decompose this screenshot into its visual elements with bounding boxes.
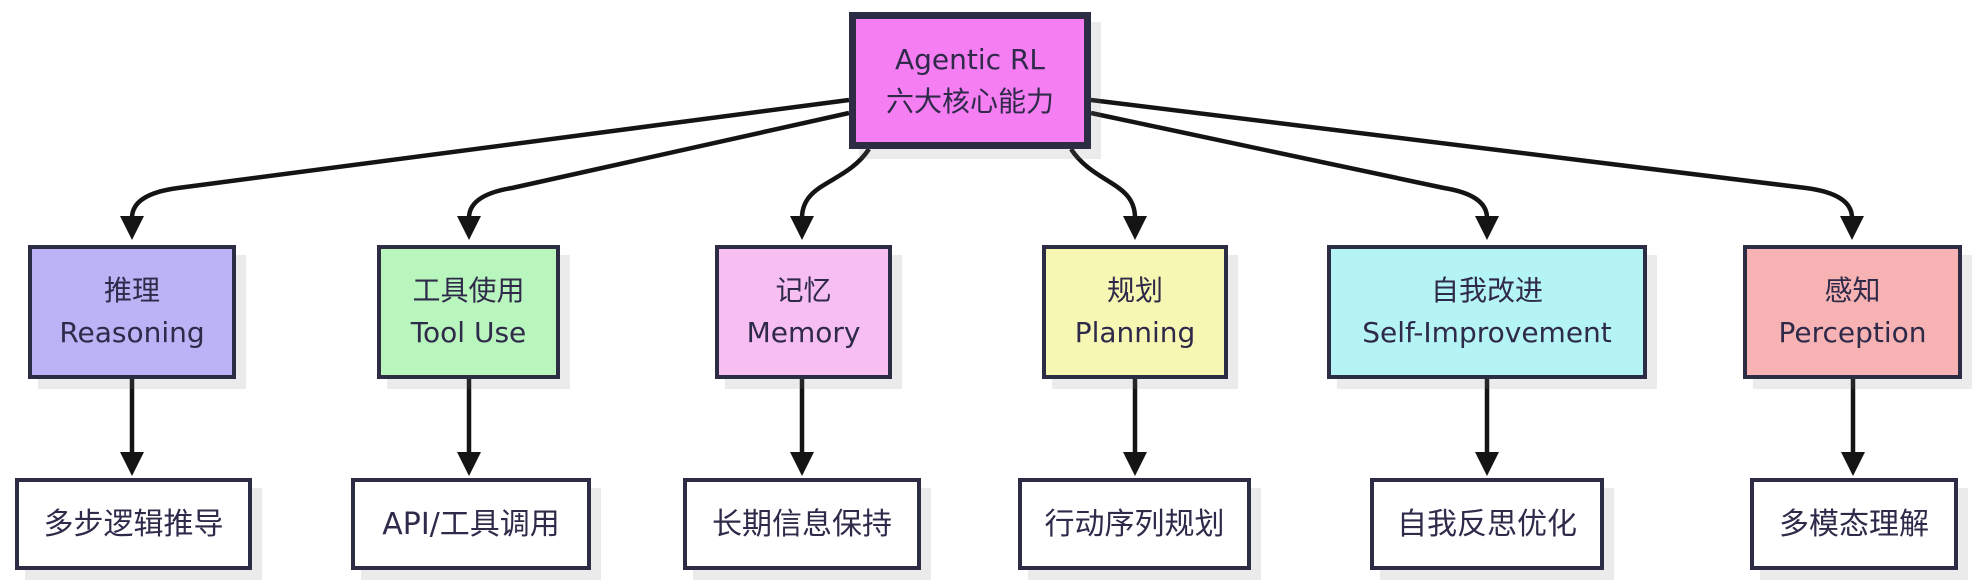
arrowhead-memory xyxy=(790,216,814,240)
edge-root-perception xyxy=(1090,97,1855,219)
branch-label-cjk: 推理 xyxy=(103,274,160,307)
branch-label-cjk: 规划 xyxy=(1106,274,1163,307)
arrowhead-leaf-1 xyxy=(120,452,144,476)
arrowhead-leaf-2 xyxy=(457,452,481,476)
arrowhead-planning xyxy=(1123,216,1147,240)
branch-label-en: Memory xyxy=(746,316,861,349)
edge-root-memory xyxy=(799,147,871,219)
branch-label-en: Planning xyxy=(1074,316,1196,349)
edge-root-reasoning xyxy=(129,97,850,219)
branch-label-cjk: 感知 xyxy=(1824,274,1881,307)
root-title-en: Agentic RL xyxy=(894,42,1045,76)
node-root: Agentic RL 六大核心能力 xyxy=(849,12,1091,149)
edge-root-tool-use xyxy=(466,110,850,219)
node-reasoning: 推理 Reasoning xyxy=(28,245,236,379)
root-title-cjk: 六大核心能力 xyxy=(885,84,1054,118)
arrowhead-leaf-4 xyxy=(1123,452,1147,476)
leaf-action-sequencing: 行动序列规划 xyxy=(1018,478,1251,570)
node-tool-use: 工具使用 Tool Use xyxy=(377,245,560,379)
leaf-label: 多步逻辑推导 xyxy=(43,506,224,542)
leaf-label: 长期信息保持 xyxy=(712,506,892,542)
edge-root-self-improvement xyxy=(1090,110,1490,219)
arrowhead-self-improvement xyxy=(1475,216,1499,240)
leaf-label: 多模态理解 xyxy=(1779,506,1929,542)
node-memory: 记忆 Memory xyxy=(715,245,892,379)
leaf-self-reflection: 自我反思优化 xyxy=(1370,478,1604,570)
node-self-improvement: 自我改进 Self-Improvement xyxy=(1327,245,1647,379)
arrowhead-tool-use xyxy=(457,216,481,240)
arrowhead-perception xyxy=(1840,216,1864,240)
leaf-multimodal-understanding: 多模态理解 xyxy=(1750,478,1958,570)
edge-root-planning xyxy=(1069,147,1138,219)
branch-label-cjk: 工具使用 xyxy=(412,274,525,307)
arrowhead-leaf-5 xyxy=(1475,452,1499,476)
branch-label-en: Perception xyxy=(1778,316,1927,349)
node-planning: 规划 Planning xyxy=(1042,245,1228,379)
leaf-label: API/工具调用 xyxy=(382,506,560,542)
leaf-multi-step-reasoning: 多步逻辑推导 xyxy=(15,478,252,570)
leaf-api-tool-calling: API/工具调用 xyxy=(351,478,591,570)
branch-label-en: Self-Improvement xyxy=(1362,316,1612,349)
arrowhead-reasoning xyxy=(120,216,144,240)
branch-label-cjk: 自我改进 xyxy=(1430,274,1543,307)
branch-label-en: Reasoning xyxy=(59,316,205,349)
arrowhead-leaf-3 xyxy=(790,452,814,476)
branch-label-en: Tool Use xyxy=(410,316,527,349)
leaf-label: 行动序列规划 xyxy=(1044,506,1225,542)
arrowhead-leaf-6 xyxy=(1841,452,1865,476)
leaf-long-term-retention: 长期信息保持 xyxy=(683,478,921,570)
leaf-label: 自我反思优化 xyxy=(1397,506,1577,542)
node-perception: 感知 Perception xyxy=(1743,245,1962,379)
branch-label-cjk: 记忆 xyxy=(775,274,832,307)
